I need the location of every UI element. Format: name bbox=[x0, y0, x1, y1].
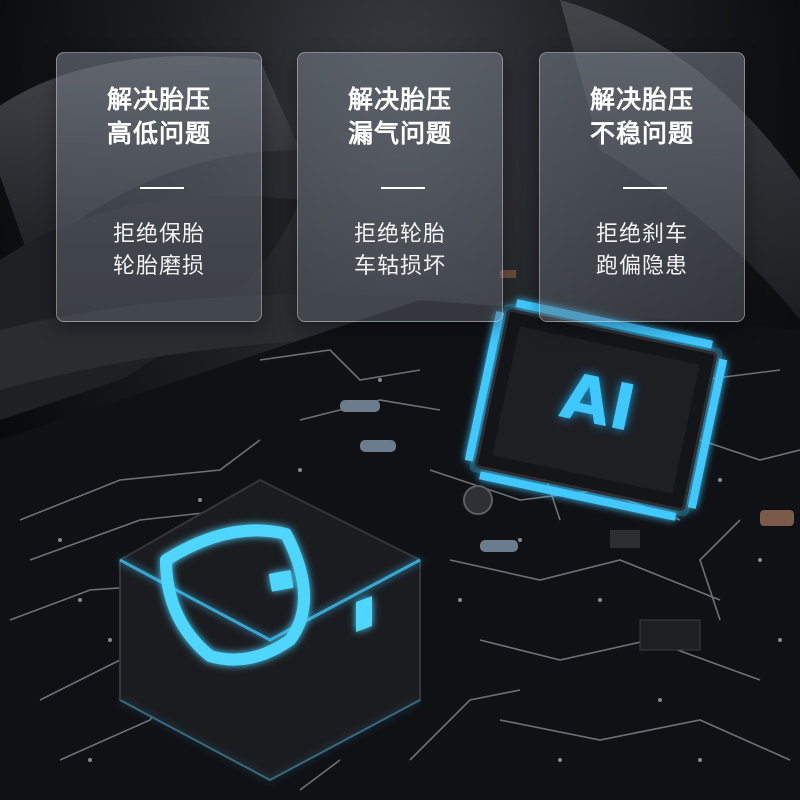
card-title-line-1: 解决胎压 bbox=[589, 85, 694, 114]
card-divider bbox=[623, 187, 667, 189]
card-title-line-2: 不稳问题 bbox=[589, 119, 694, 148]
card-desc-line-2: 车轱损坏 bbox=[353, 254, 446, 279]
card-title-line-1: 解决胎压 bbox=[106, 85, 211, 114]
card-title-line-2: 漏气问题 bbox=[347, 119, 452, 148]
card-title: 解决胎压 高低问题 bbox=[57, 83, 261, 151]
card-desc-line-2: 轮胎磨损 bbox=[112, 254, 205, 279]
card-desc-line-1: 拒绝刹车 bbox=[595, 222, 688, 247]
card-description: 拒绝保胎 轮胎磨损 bbox=[57, 219, 261, 283]
feature-card-1: 解决胎压 高低问题 拒绝保胎 轮胎磨损 bbox=[56, 52, 262, 322]
card-divider bbox=[381, 187, 425, 189]
feature-card-3: 解决胎压 不稳问题 拒绝刹车 跑偏隐患 bbox=[539, 52, 745, 322]
card-desc-line-1: 拒绝轮胎 bbox=[353, 222, 446, 247]
shield-icon bbox=[160, 524, 372, 666]
card-description: 拒绝轮胎 车轱损坏 bbox=[298, 219, 502, 283]
feature-card-2: 解决胎压 漏气问题 拒绝轮胎 车轱损坏 bbox=[297, 52, 503, 322]
card-title-line-2: 高低问题 bbox=[106, 119, 211, 148]
card-description: 拒绝刹车 跑偏隐患 bbox=[540, 219, 744, 283]
card-desc-line-1: 拒绝保胎 bbox=[112, 222, 205, 247]
card-divider bbox=[140, 187, 184, 189]
card-title: 解决胎压 漏气问题 bbox=[298, 83, 502, 151]
electronic-components bbox=[340, 270, 794, 651]
card-title: 解决胎压 不稳问题 bbox=[540, 83, 744, 151]
card-title-line-1: 解决胎压 bbox=[347, 85, 452, 114]
card-desc-line-2: 跑偏隐患 bbox=[595, 254, 688, 279]
